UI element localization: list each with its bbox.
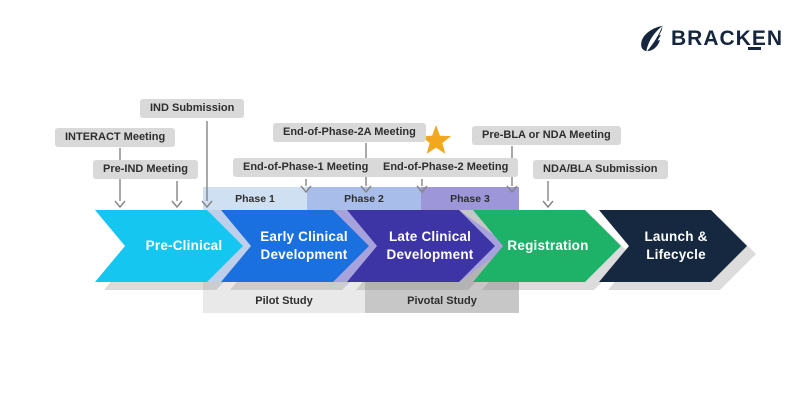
pilot-study-label: Pilot Study <box>203 292 365 310</box>
stage-pre-clinical-line1: Pre-Clinical <box>145 237 223 253</box>
annotation-ind-submission: IND Submission <box>140 99 245 118</box>
stage-label-launch-lifecycle: Launch & Lifecycle <box>619 210 733 282</box>
annotation-pre-ind-meeting-label: Pre-IND Meeting <box>103 163 188 175</box>
stage-label-early-clinical: Early Clinical Development <box>247 210 361 282</box>
pilot-study-text: Pilot Study <box>255 295 313 307</box>
late-clinical-chevron <box>347 210 495 282</box>
annotation-end-of-phase-2-meeting: End-of-Phase-2 Meeting <box>373 158 519 177</box>
annotation-end-of-phase-2a-meeting: End-of-Phase-2A Meeting <box>273 123 426 142</box>
phase-1-label: Phase 1 <box>235 192 275 205</box>
pivotal-study-label: Pivotal Study <box>365 292 519 310</box>
logo-macron-accent <box>748 47 761 50</box>
logo-text: BRACKEN <box>671 27 783 50</box>
stage-early-clinical-line2: Development <box>260 247 348 262</box>
phase-3-label: Phase 3 <box>450 192 490 205</box>
stage-launch-lifecycle-line2: Lifecycle <box>646 247 706 262</box>
launch-lifecycle-chevron <box>599 210 747 282</box>
registration-chevron <box>473 210 621 282</box>
phase-2-band: Phase 2 <box>307 187 421 210</box>
phase-3-band: Phase 3 <box>421 187 519 210</box>
star-icon <box>420 125 452 154</box>
annotation-pre-bla-or-nda-meeting-label: Pre-BLA or NDA Meeting <box>482 129 611 141</box>
pre-clinical-chevron <box>95 210 243 282</box>
annotation-interact-meeting: INTERACT Meeting <box>55 128 176 147</box>
stage-launch-lifecycle-line1: Launch & <box>644 228 708 244</box>
annotation-end-of-phase-2a-meeting-label: End-of-Phase-2A Meeting <box>283 126 416 138</box>
pivotal-study-text: Pivotal Study <box>407 295 477 307</box>
annotation-nda-bla-submission-label: NDA/BLA Submission <box>543 163 658 175</box>
stage-registration-line1: Registration <box>507 237 589 253</box>
phase-2-label: Phase 2 <box>344 192 384 205</box>
annotation-ind-submission-label: IND Submission <box>150 102 235 114</box>
leaf-icon <box>641 25 663 52</box>
stage-label-late-clinical: Late Clinical Development <box>373 210 487 282</box>
annotation-interact-meeting-label: INTERACT Meeting <box>65 131 166 143</box>
bracken-logo: BRACKEN <box>640 25 783 52</box>
annotation-nda-bla-submission: NDA/BLA Submission <box>533 160 668 179</box>
annotation-end-of-phase-2-meeting-label: End-of-Phase-2 Meeting <box>383 161 509 173</box>
early-clinical-chevron <box>221 210 369 282</box>
annotation-pre-bla-or-nda-meeting: Pre-BLA or NDA Meeting <box>472 126 621 145</box>
stage-label-registration: Registration <box>491 210 605 282</box>
phase-1-band: Phase 1 <box>203 187 307 210</box>
stage-late-clinical-line2: Development <box>386 247 474 262</box>
stage-label-pre-clinical: Pre-Clinical <box>127 210 241 282</box>
stage-early-clinical-line1: Early Clinical <box>260 228 348 244</box>
annotation-end-of-phase-1-meeting: End-of-Phase-1 Meeting <box>233 158 379 177</box>
stage-late-clinical-line1: Late Clinical <box>388 228 472 244</box>
annotation-end-of-phase-1-meeting-label: End-of-Phase-1 Meeting <box>243 161 369 173</box>
annotation-pre-ind-meeting: Pre-IND Meeting <box>93 160 198 179</box>
